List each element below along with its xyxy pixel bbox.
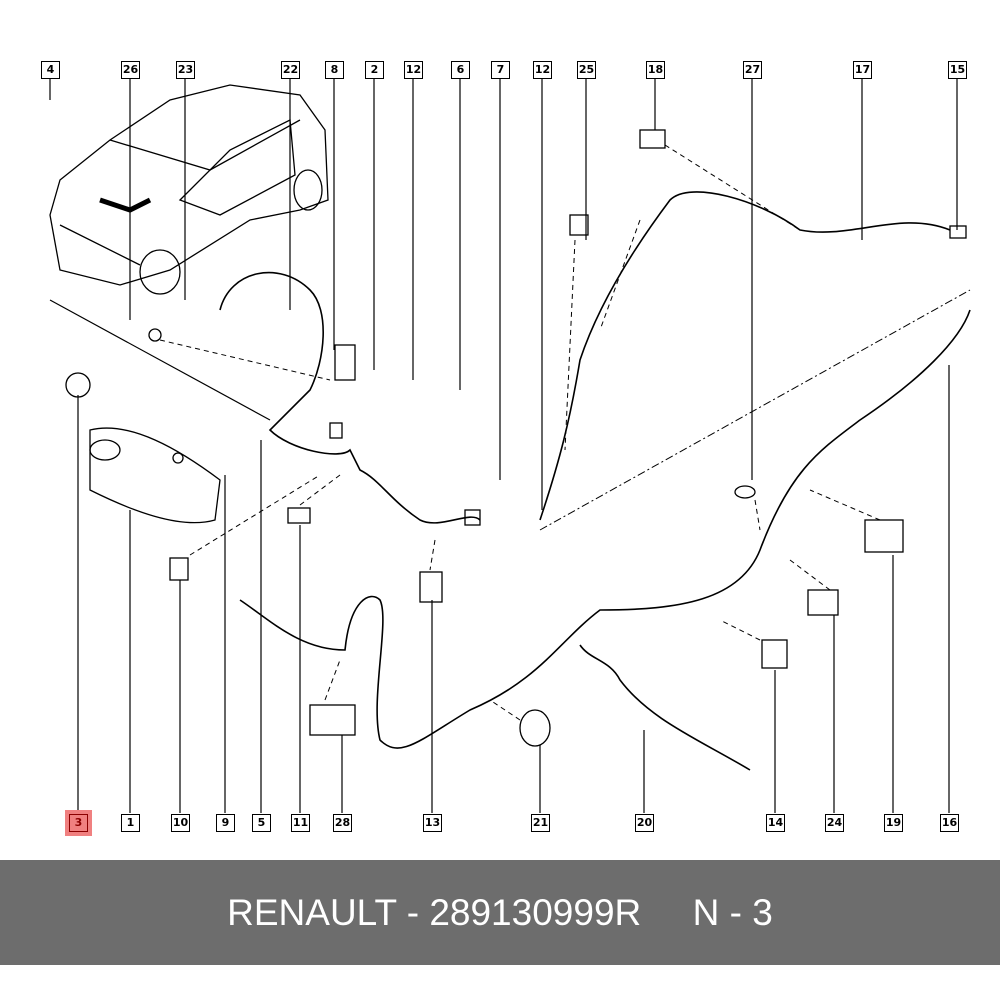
bottom-callout-14[interactable]: 14 (766, 814, 785, 832)
top-callout-23[interactable]: 23 (176, 61, 195, 79)
top-callout-18[interactable]: 18 (646, 61, 665, 79)
washer-pump (334, 344, 356, 381)
top-callout-15[interactable]: 15 (948, 61, 967, 79)
assembly-arrows (159, 144, 881, 721)
bottom-callout-28[interactable]: 28 (333, 814, 352, 832)
bottom-callout-19[interactable]: 19 (884, 814, 903, 832)
footer-part-number: 289130999R (429, 892, 642, 933)
top-callout-8[interactable]: 8 (325, 61, 344, 79)
parts (65, 129, 967, 747)
bottom-callout-20[interactable]: 20 (635, 814, 654, 832)
footer-page: N - 3 (692, 892, 773, 933)
bottom-callout-10[interactable]: 10 (171, 814, 190, 832)
reservoir-cap (65, 372, 91, 398)
footer-separator: - (396, 892, 430, 933)
top-callout-12[interactable]: 12 (533, 61, 552, 79)
top-callout-22[interactable]: 22 (281, 61, 300, 79)
top-callout-25[interactable]: 25 (577, 61, 596, 79)
washer-reservoir (89, 427, 221, 524)
top-callout-2[interactable]: 2 (365, 61, 384, 79)
bottom-callout-5[interactable]: 5 (252, 814, 271, 832)
top-callout-7[interactable]: 7 (491, 61, 510, 79)
bottom-callout-11[interactable]: 11 (291, 814, 310, 832)
top-callout-27[interactable]: 27 (743, 61, 762, 79)
bottom-callout-13[interactable]: 13 (423, 814, 442, 832)
bottom-callout-21[interactable]: 21 (531, 814, 550, 832)
bottom-callout-9[interactable]: 9 (216, 814, 235, 832)
car-illustration (49, 84, 329, 295)
footer-bar: RENAULT - 289130999R N - 3 (0, 860, 1000, 965)
top-callout-26[interactable]: 26 (121, 61, 140, 79)
footer-brand: RENAULT (227, 892, 397, 933)
bottom-callout-16[interactable]: 16 (940, 814, 959, 832)
bottom-callout-24[interactable]: 24 (825, 814, 844, 832)
leader-line-4-bend (49, 299, 271, 421)
top-callout-6[interactable]: 6 (451, 61, 470, 79)
washer-hoses (219, 191, 971, 771)
top-callout-17[interactable]: 17 (853, 61, 872, 79)
washer-system-diagram (49, 78, 971, 813)
top-callout-4[interactable]: 4 (41, 61, 60, 79)
leader-lines (49, 78, 958, 813)
bottom-callout-3[interactable]: 3 (65, 810, 92, 836)
bottom-callout-1[interactable]: 1 (121, 814, 140, 832)
top-callout-12[interactable]: 12 (404, 61, 423, 79)
